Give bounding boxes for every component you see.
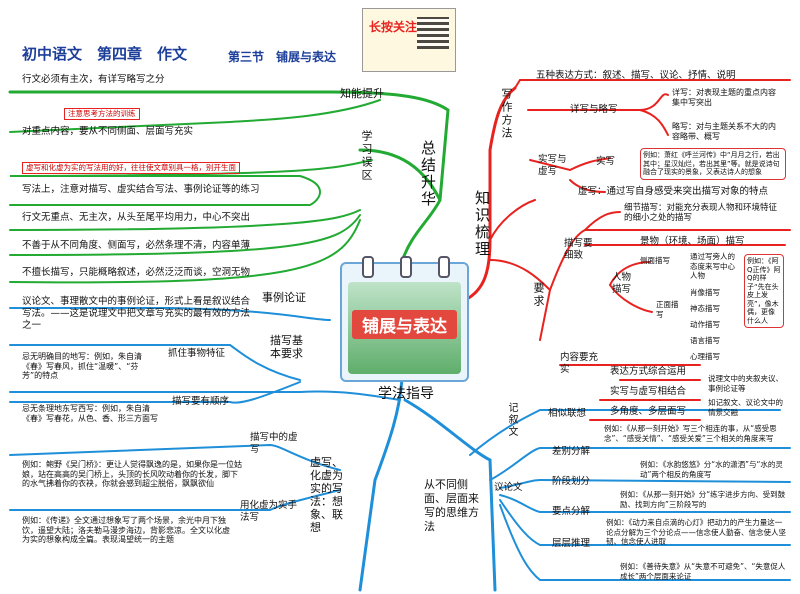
branch-knowledge: 知识梳理 — [473, 190, 491, 258]
desc-fine: 描写要细致 — [564, 238, 593, 261]
order-label: 描写要有顺序 — [172, 396, 230, 407]
detail-1: 详写：对表现主题的重点内容集中写突出 — [672, 88, 776, 107]
split-label: 差别分解 — [552, 446, 591, 457]
virtual-label: 描写中的虚写 — [250, 432, 298, 455]
lt-item-2: 注意思考方法的训练 — [64, 108, 140, 120]
similar-text: 例如：《从那一刻开始》写三个相连的事，从“感受思念”、“感受关情”、“感受关爱”… — [604, 424, 777, 443]
detail-desc: 细节描写：对能充分表现人物和环境特征的细小之处的描写 — [624, 203, 778, 223]
front-item-0: 肖像描写 — [690, 288, 720, 297]
front-item-3: 语言描写 — [690, 336, 720, 345]
stage-text: 例如：《从那一刻开始》分“练字进步方向、受到鼓励、找到方向”三阶段写的 — [620, 490, 786, 509]
content-note-2: 如记叙文、议论文中的情景交融 — [708, 398, 783, 417]
front-label: 正面描写 — [656, 300, 679, 319]
virtual-text: 例如：鲍野《吴门桥》：更让人觉得飘逸的是，如果你是一位姑娘，站在高高的吴门桥上，… — [22, 460, 242, 488]
layer-text: 例如：《善待失意》从“失意不可避免”、“失意促人成长”两个层面来论证 — [620, 562, 786, 581]
example-title: 事例论证 — [262, 291, 306, 304]
virtual-label-r: 虚写：通过写自身感受来突出描写对象的特点 — [578, 186, 769, 197]
real-text-r: 例如：萧红《呼兰河传》中“月月之行，若出其中；星汉灿烂，若出其里”等。就是说诗句… — [640, 148, 786, 180]
page-title: 初中语文 第四章 作文 — [22, 45, 188, 63]
similar-label: 相似联想 — [548, 408, 587, 419]
order-text: 忌无条理地东写西写：例如，朱自清《春》写春花，从色、香、形三方面写 — [22, 404, 158, 423]
narr-label: 记叙文 — [506, 402, 517, 438]
qr-caption: 长按关注 — [369, 20, 418, 34]
example-text: 议论文、事理散文中的事例论证，形式上看是叙议结合写法。——这是说理文中把文章写充… — [22, 296, 251, 331]
qr-banner: 长按关注 — [362, 8, 456, 72]
content-3: 多角度、多层面写 — [610, 406, 687, 417]
real-virtual: 实写与虚写 — [538, 154, 567, 177]
person-label: 人物描写 — [612, 272, 632, 295]
layer-label: 层层推理 — [552, 538, 591, 549]
front-item-4: 心理描写 — [690, 352, 720, 361]
section-title: 第三节 铺展与表达 — [228, 50, 337, 64]
content-2: 实写与虚写相结合 — [610, 386, 687, 397]
branch-summary: 总结升华 — [419, 140, 437, 208]
binder-ring-icon — [362, 256, 374, 278]
binder-ring-icon — [400, 256, 412, 278]
stage-label: 阶段划分 — [552, 476, 591, 487]
feature-text: 忌无明确目的地写：例如，朱自清《春》写春风，抓住“温暖”、“芬芳”的特点 — [22, 352, 142, 380]
sub-mistakes: 学习误区 — [360, 130, 373, 182]
binder-ring-icon — [438, 256, 450, 278]
desc-basic: 描写基本要求 — [270, 334, 303, 360]
branch-thinking: 从不同侧面、层面来写的思维方法 — [424, 478, 479, 533]
lt-item-3: 对重点内容，要从不同侧面、层面写充实 — [22, 126, 194, 137]
require-label: 要求 — [532, 282, 545, 308]
feature-label: 抓住事物特征 — [168, 348, 226, 359]
lt-item-1: 行文必须有主次，有详写略写之分 — [22, 74, 165, 85]
side-label: 侧面描写 — [640, 256, 670, 265]
lt-item-6: 行文无重点、无主次，从头至尾平均用力，中心不突出 — [22, 212, 251, 223]
side-text: 通过写旁人的态度来写中心人物 — [690, 252, 735, 280]
front-note: 例如：《阿Q正传》阿Q的样子“先在头皮上发亮”，像木偶，更像什么人 — [744, 254, 784, 328]
detail-2: 略写：对与主题关系不大的内容略带、概写 — [672, 122, 776, 141]
write-method: 写作方法 — [500, 88, 513, 140]
key-text: 例如：《动力来自点滴的心灯》把动力的产生力量这一论点分解为三个分论点——信念使人… — [606, 518, 786, 546]
center-node: 铺展与表达 — [340, 256, 469, 382]
lt-item-5: 写法上，注意对描写、虚实结合写法、事例论证等的练习 — [22, 184, 260, 195]
key-label: 要点分解 — [552, 506, 591, 517]
branch-method: 学法指导 — [378, 386, 434, 402]
content-1: 表达方式综合运用 — [610, 366, 687, 377]
content-note-1: 说理文中的夹叙夹议、事例论证等 — [708, 374, 783, 393]
sub-knowledge: 知能提升 — [340, 87, 384, 100]
virtual-branch: 虚写、化虚为实的写法：想象、联想 — [310, 456, 343, 534]
detail-label: 详写与略写 — [570, 104, 618, 115]
qr-code-icon — [417, 17, 449, 49]
split-text: 例如：《水韵悠悠》分“水的潇洒”与“水的灵动”两个相反的角度写 — [640, 460, 783, 479]
lt-item-8: 不擅长描写，只能概略叙述，必然泛泛而谈，空洞无物 — [22, 267, 251, 278]
front-item-1: 神态描写 — [690, 304, 720, 313]
lt-item-7: 不善于从不同角度、侧面写，必然条理不清，内容单薄 — [22, 240, 251, 251]
center-title: 铺展与表达 — [352, 310, 457, 339]
five-modes: 五种表达方式：叙述、描写、议论、抒情、说明 — [536, 70, 736, 81]
lt-item-4: 虚写和化虚为实的写法用的好，往往使文章别具一格，别开生面 — [22, 162, 240, 174]
real-label-r: 实写 — [596, 156, 616, 167]
real-text: 例如：《传递》全文通过想象写了两个场景，余光中月下独饮，遥望大陆；洛夫勒马漫步海… — [22, 516, 230, 544]
arg-label: 议论文 — [494, 482, 523, 493]
real-label: 用化虚为实手法写 — [240, 500, 298, 523]
content-label: 内容要充实 — [560, 352, 599, 375]
scene-label: 景物（环境、场面）描写 — [640, 236, 745, 247]
front-item-2: 动作描写 — [690, 320, 720, 329]
